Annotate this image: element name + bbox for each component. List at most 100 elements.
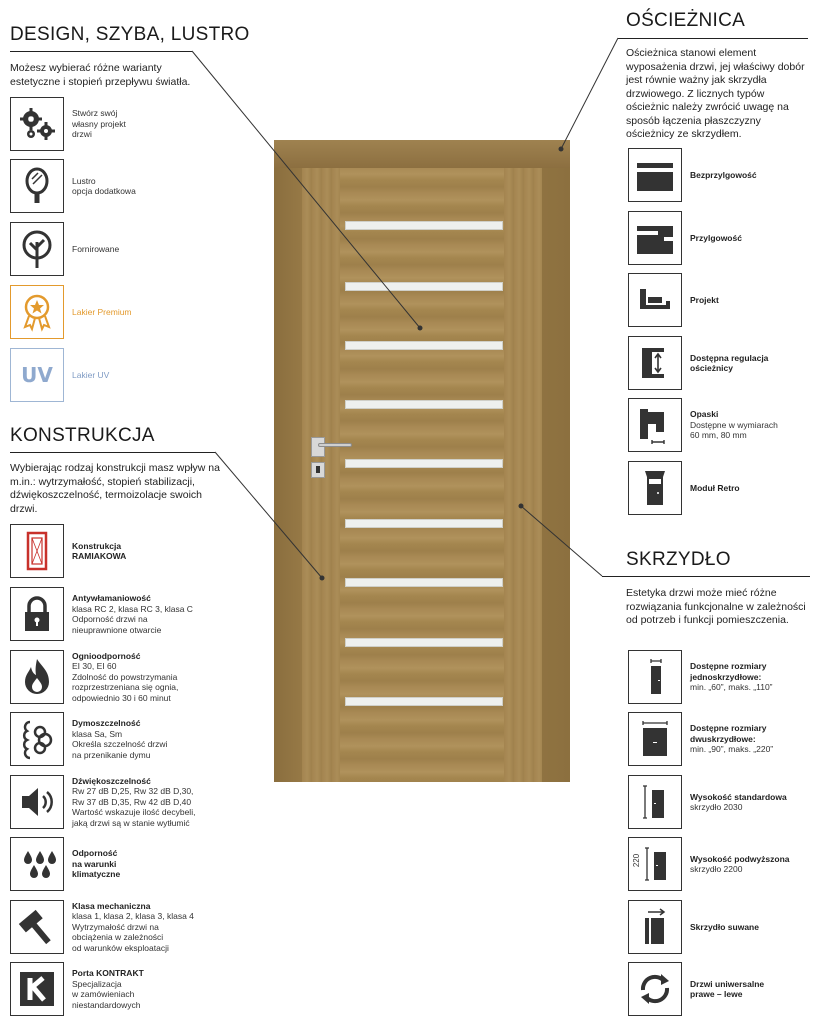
konstrukcja-item-label: Dymoszczelność klasa Sa, Sm Określa szcz… <box>72 718 167 760</box>
item-title: Klasa mechaniczna <box>72 900 151 911</box>
design-item-label: Lustro opcja dodatkowa <box>72 176 136 197</box>
oscieznica-description: Ościeżnica stanowi element wyposażenia d… <box>626 47 805 140</box>
oscieznica-item-retro[interactable]: Moduł Retro <box>628 461 740 515</box>
konstrukcja-item-label: Konstrukcja RAMIAKOWA <box>72 541 126 562</box>
konstrukcja-item-label: Odporność na warunki klimatyczne <box>72 848 120 880</box>
door-frame-head <box>274 140 570 168</box>
label-line: opcja dodatkowa <box>72 186 136 196</box>
oscieznica-item-flush[interactable]: Bezprzylgowość <box>628 148 757 202</box>
konstrukcja-heading-rule <box>10 452 215 453</box>
skrzydlo-heading: SKRZYDŁO <box>626 549 731 570</box>
door-handle <box>318 443 352 447</box>
oscieznica-item-rebated[interactable]: Przylgowość <box>628 211 742 265</box>
oscieznica-item-label: Opaski Dostępne w wymiarach 60 mm, 80 mm <box>690 409 778 441</box>
oscieznica-item-label: Dostępna regulacja ościeżnicy <box>690 353 768 374</box>
door-glass-strip <box>345 221 503 230</box>
design-item-label: Fornirowane <box>72 244 119 255</box>
oscieznica-item-label: Bezprzylgowość <box>690 170 757 181</box>
label-line: RAMIAKOWA <box>72 551 127 561</box>
drops-icon <box>10 837 64 891</box>
door-glass-strip <box>345 282 503 291</box>
label-line: jednoskrzydłowe: <box>690 671 762 682</box>
item-title: Porta KONTRAKT <box>72 968 144 978</box>
item-title: Skrzydło suwane <box>690 921 759 932</box>
konstrukcja-item-smoke[interactable]: Dymoszczelność klasa Sa, Sm Określa szcz… <box>10 712 167 766</box>
door-stile-right <box>504 168 542 782</box>
label-line: Fornirowane <box>72 243 120 254</box>
skrzydlo-item-label: Wysokość standardowa skrzydło 2030 <box>690 792 787 813</box>
label-line: jaką drzwi są w stanie wytłumić <box>72 817 190 828</box>
label-line: nieuprawnione otwarcie <box>72 624 162 635</box>
label-line: 60 mm, 80 mm <box>690 430 747 441</box>
item-title: Dymoszczelność <box>72 718 141 728</box>
label-line: od warunków eksploatacji <box>72 942 169 953</box>
design-item-veneer[interactable]: Fornirowane <box>10 222 119 276</box>
universal-door-icon <box>628 962 682 1016</box>
oscieznica-heading: OŚCIEŻNICA <box>626 10 746 31</box>
konstrukcja-item-label: Dźwiękoszczelność Rw 27 dB D,25, Rw 32 d… <box>72 776 195 829</box>
hammer-icon <box>10 900 64 954</box>
konstrukcja-item-acoustic[interactable]: Dźwiękoszczelność Rw 27 dB D,25, Rw 32 d… <box>10 775 195 829</box>
skrzydlo-item-universal[interactable]: Drzwi uniwersalne prawe – lewe <box>628 962 764 1016</box>
label-line: min. „60”, maks. „110” <box>690 682 773 693</box>
skrzydlo-item-raised-height[interactable]: 220 Wysokość podwyższona skrzydło 2200 <box>628 837 790 891</box>
konstrukcja-item-climate[interactable]: Odporność na warunki klimatyczne <box>10 837 120 891</box>
door-handle-plate <box>311 437 325 457</box>
label-line: Rw 27 dB D,25, Rw 32 dB D,30, <box>72 786 194 797</box>
oscieznica-item-label: Przylgowość <box>690 233 742 244</box>
oscieznica-item-casing[interactable]: Opaski Dostępne w wymiarach 60 mm, 80 mm <box>628 398 778 452</box>
oscieznica-item-adjustable[interactable]: Dostępna regulacja ościeżnicy <box>628 336 768 390</box>
oscieznica-item-project[interactable]: Projekt <box>628 273 719 327</box>
design-item-uv-lacquer[interactable]: UV Lakier UV <box>10 348 109 402</box>
label-line: obciążenia w zależności <box>72 932 164 943</box>
uv-badge-text: UV <box>21 363 53 387</box>
smoke-icon <box>10 712 64 766</box>
design-description: Możesz wybierać różne warianty estetyczn… <box>10 62 191 88</box>
label-line: drzwi <box>72 129 92 140</box>
design-item-premium-lacquer[interactable]: Lakier Premium <box>10 285 132 339</box>
speaker-icon <box>10 775 64 829</box>
skrzydlo-item-sliding[interactable]: Skrzydło suwane <box>628 900 759 954</box>
raised-height-icon: 220 <box>628 837 682 891</box>
oscieznica-item-label: Moduł Retro <box>690 483 740 494</box>
label-line: skrzydło 2030 <box>690 802 743 812</box>
skrzydlo-heading-rule <box>602 576 810 577</box>
design-item-label: Lakier UV <box>72 370 109 381</box>
item-title: Projekt <box>690 294 719 305</box>
konstrukcja-item-burglary[interactable]: Antywłamaniowość klasa RC 2, klasa RC 3,… <box>10 587 193 641</box>
item-title: Antywłamaniowość <box>72 593 151 603</box>
label-line: własny projekt <box>72 118 126 129</box>
item-title: Bezprzylgowość <box>690 169 757 180</box>
item-title: Moduł Retro <box>690 482 740 493</box>
door-glass-strip <box>345 459 503 468</box>
kontrakt-k-icon <box>10 962 64 1016</box>
item-title: Przylgowość <box>690 232 742 243</box>
adjustable-frame-icon <box>628 336 682 390</box>
konstrukcja-item-mechanical[interactable]: Klasa mechaniczna klasa 1, klasa 2, klas… <box>10 900 194 954</box>
label-line: Lustro <box>72 175 96 186</box>
konstrukcja-item-label: Klasa mechaniczna klasa 1, klasa 2, klas… <box>72 901 194 954</box>
konstrukcja-item-fire[interactable]: Ognioodporność EI 30, EI 60 Zdolność do … <box>10 650 178 704</box>
label-line: odpowiednio 30 i 60 minut <box>72 692 171 703</box>
standard-height-icon <box>628 775 682 829</box>
design-item-custom-project[interactable]: Stwórz swój własny projekt drzwi <box>10 97 126 151</box>
item-title: Dostępne rozmiary <box>690 723 767 734</box>
frame-construction-icon <box>10 524 64 578</box>
label-line: Specjalizacja <box>72 978 122 989</box>
sliding-leaf-icon <box>628 900 682 954</box>
label-line: prawe – lewe <box>690 989 743 999</box>
double-leaf-icon <box>628 712 682 766</box>
design-item-mirror[interactable]: Lustro opcja dodatkowa <box>10 159 136 213</box>
label-line: niestandardowych <box>72 999 141 1010</box>
door-leaf <box>302 168 542 782</box>
skrzydlo-item-standard-height[interactable]: Wysokość standardowa skrzydło 2030 <box>628 775 787 829</box>
konstrukcja-item-label: Ognioodporność EI 30, EI 60 Zdolność do … <box>72 651 178 704</box>
uv-icon: UV <box>10 348 64 402</box>
design-item-label: Stwórz swój własny projekt drzwi <box>72 108 126 140</box>
label-line: skrzydło 2200 <box>690 864 743 874</box>
konstrukcja-item-frame[interactable]: Konstrukcja RAMIAKOWA <box>10 524 126 578</box>
konstrukcja-item-kontrakt[interactable]: Porta KONTRAKT Specjalizacja w zamówieni… <box>10 962 144 1016</box>
skrzydlo-item-single[interactable]: Dostępne rozmiary jednoskrzydłowe: min. … <box>628 650 773 704</box>
skrzydlo-item-double[interactable]: Dostępne rozmiary dwuskrzydłowe: min. „9… <box>628 712 773 766</box>
